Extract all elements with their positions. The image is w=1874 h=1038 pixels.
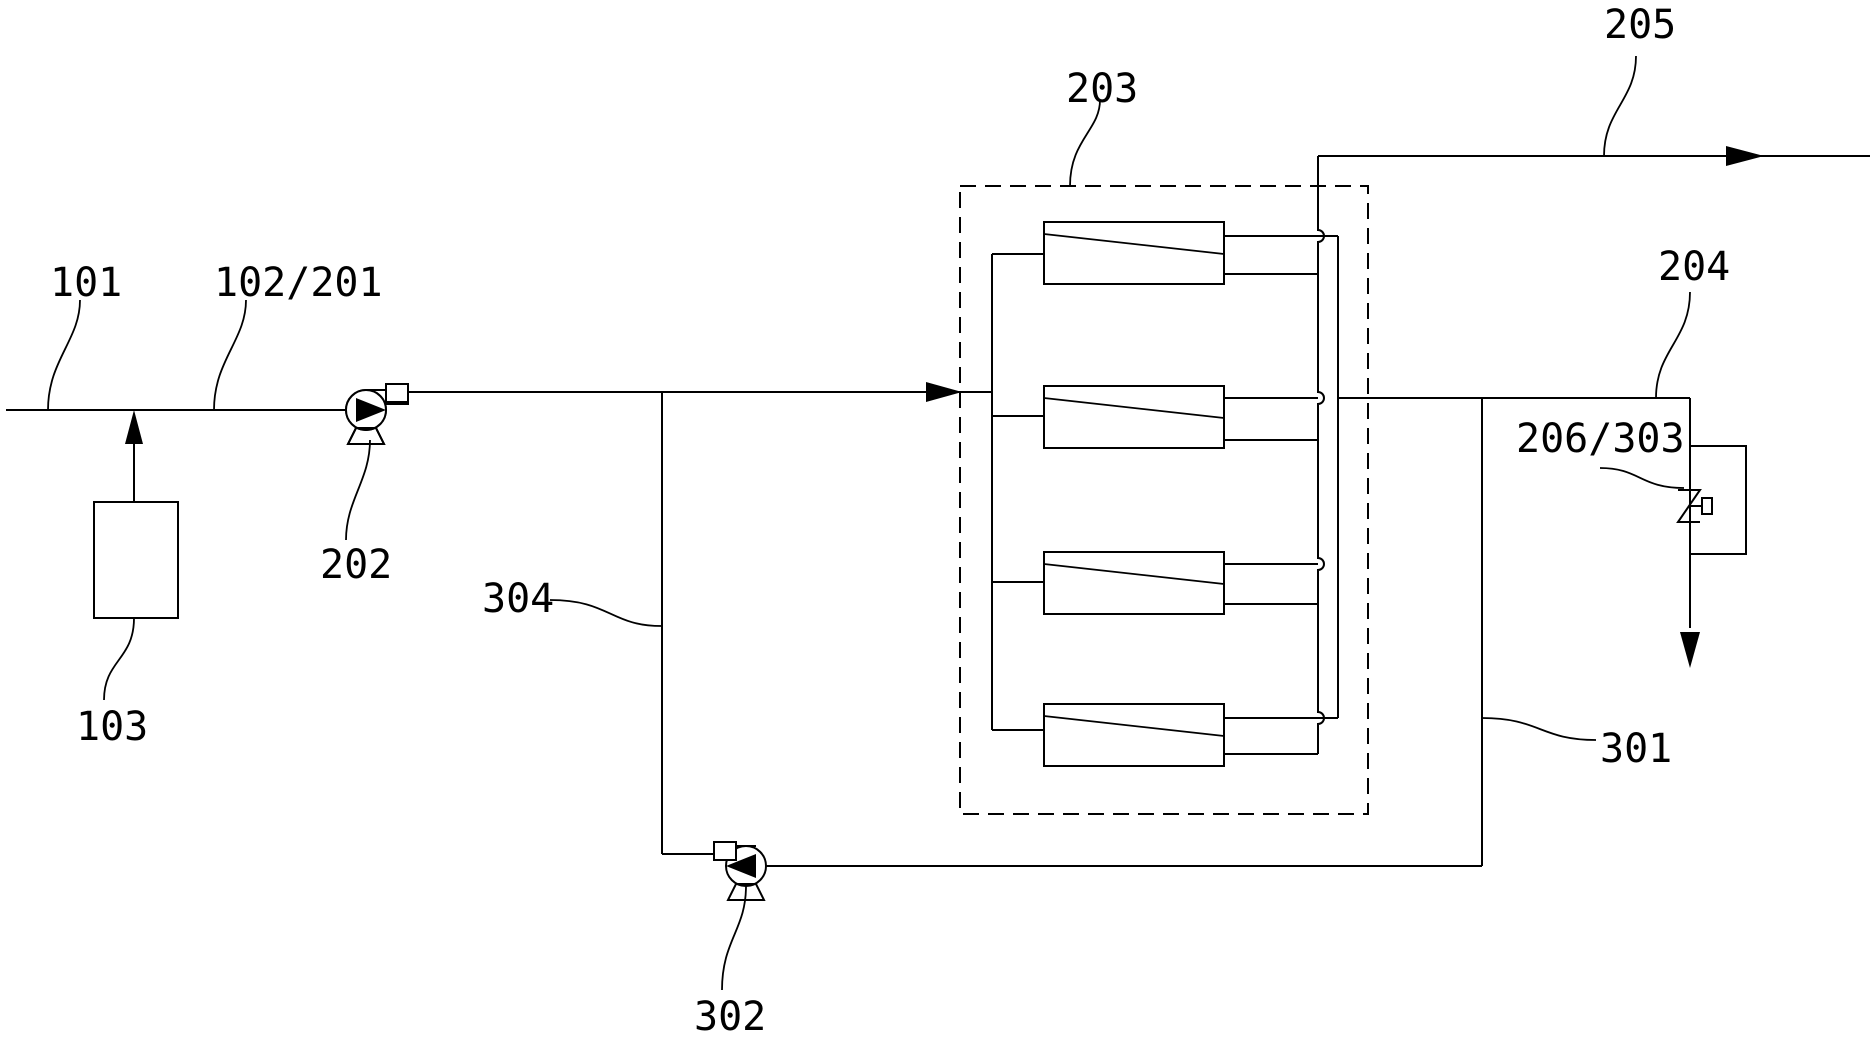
label-202: 202: [320, 542, 392, 588]
membrane-unit-203-enclosure: [959, 185, 1369, 815]
leader-203: [1069, 99, 1101, 187]
label-102-201: 102/201: [214, 260, 383, 306]
label-304: 304: [482, 576, 554, 622]
membrane-module-2: [992, 385, 1318, 449]
label-206-303: 206/303: [1516, 416, 1685, 462]
leader-206-303: [1599, 467, 1685, 489]
label-204: 204: [1658, 244, 1730, 290]
dosing-arrow: [125, 410, 143, 444]
leader-204: [1655, 291, 1691, 399]
permeate-arrow-205: [1726, 146, 1764, 166]
leader-205: [1603, 55, 1637, 157]
membrane-module-3: [992, 551, 1318, 615]
label-203: 203: [1066, 66, 1138, 112]
label-101: 101: [50, 260, 122, 306]
pump-302-outlet: [713, 841, 737, 861]
leader-101: [47, 299, 81, 411]
label-302: 302: [694, 994, 766, 1038]
drain-arrow: [1680, 632, 1700, 668]
pump-202-outlet: [385, 383, 409, 403]
leader-302: [721, 885, 747, 991]
leader-301: [1481, 717, 1597, 741]
feed-arrow-membranes: [926, 382, 962, 402]
label-205: 205: [1604, 2, 1676, 48]
leader-103: [103, 617, 135, 701]
pump-202-arrow: [356, 398, 386, 422]
pump-302-arrow: [726, 854, 756, 878]
membrane-module-1: [992, 221, 1318, 285]
tank-103: [93, 501, 179, 619]
label-301: 301: [1600, 726, 1672, 772]
leader-102-201: [213, 299, 247, 411]
valve-206-303: [1676, 484, 1713, 524]
permeate-collector: [1317, 156, 1325, 754]
label-103: 103: [76, 704, 148, 750]
membrane-module-4: [992, 703, 1318, 767]
valve-bypass: [1690, 445, 1747, 555]
leader-304: [549, 599, 663, 627]
pump-202-base: [346, 427, 386, 445]
pump-302-base: [726, 883, 766, 901]
leader-202: [345, 439, 371, 541]
